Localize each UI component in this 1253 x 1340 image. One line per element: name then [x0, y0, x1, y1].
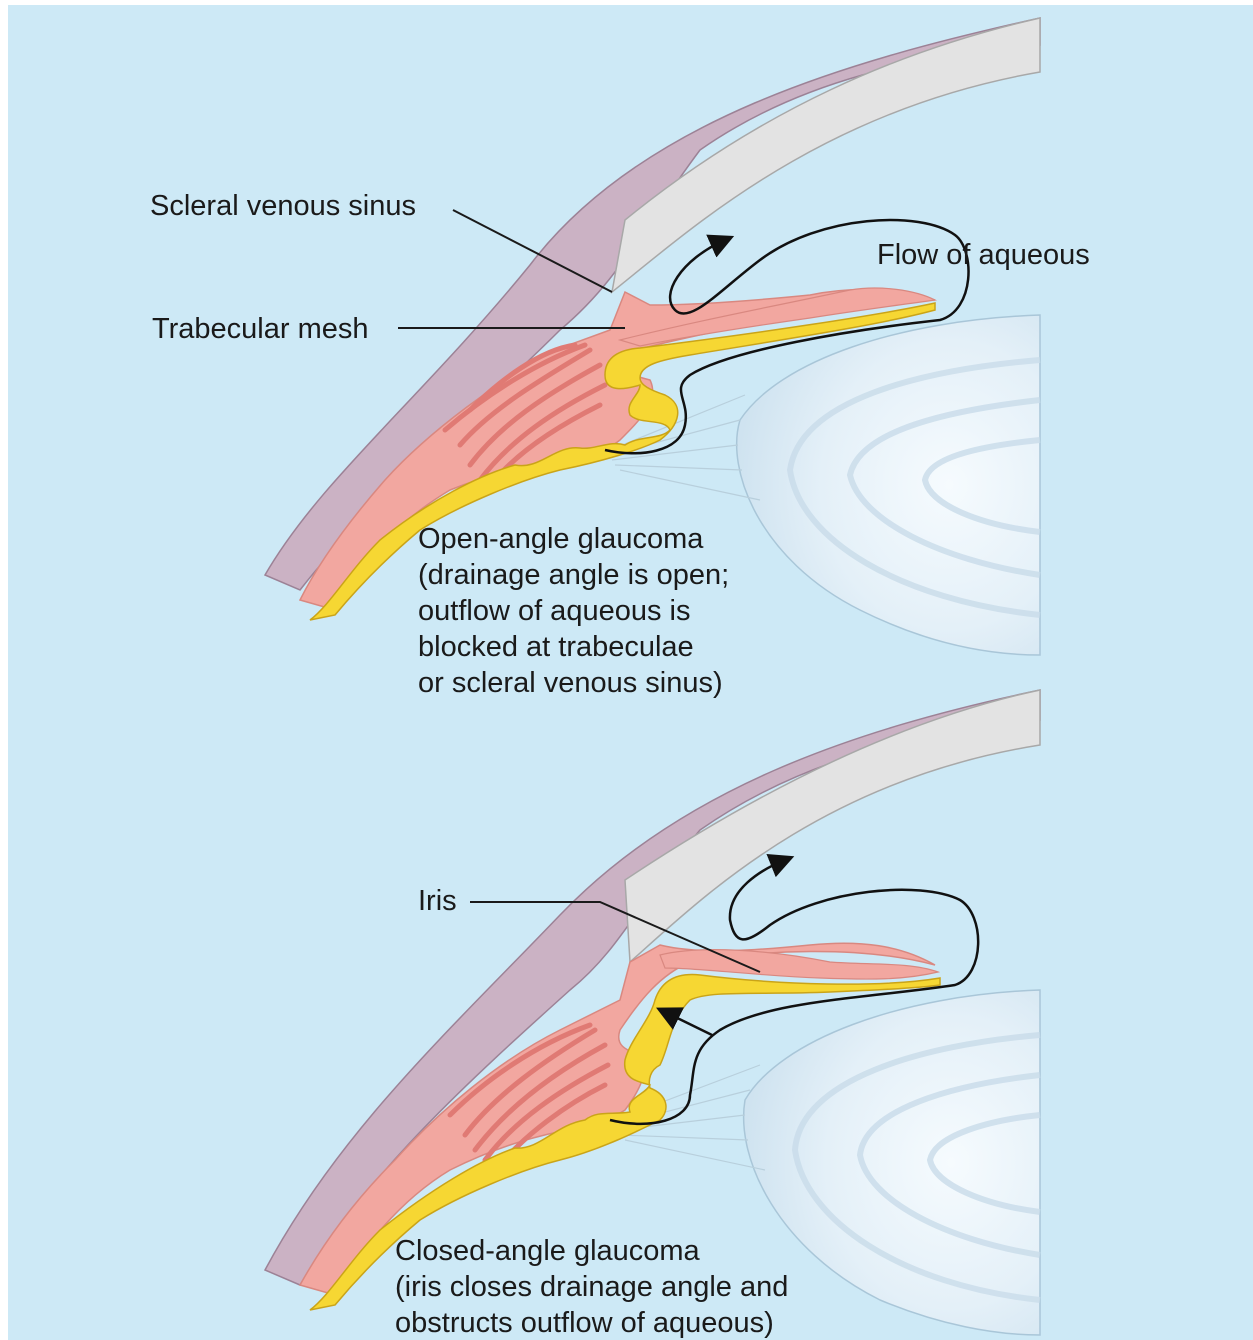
caption-closed-line-3: obstructs outflow of aqueous)	[395, 1307, 774, 1339]
label-iris: Iris	[418, 885, 457, 917]
caption-open-line-3: outflow of aqueous is	[418, 595, 690, 627]
caption-open-line-2: (drainage angle is open;	[418, 559, 729, 591]
caption-open-line-4: blocked at trabeculae	[418, 631, 694, 663]
label-flow-of-aqueous: Flow of aqueous	[877, 239, 1090, 271]
label-trabecular-mesh: Trabecular mesh	[152, 313, 369, 345]
caption-open-line-5: or scleral venous sinus)	[418, 667, 723, 699]
caption-closed-line-1: Closed-angle glaucoma	[395, 1235, 701, 1267]
label-scleral-venous-sinus: Scleral venous sinus	[150, 190, 416, 222]
caption-open-line-1: Open-angle glaucoma	[418, 523, 704, 555]
caption-closed-line-2: (iris closes drainage angle and	[395, 1271, 788, 1303]
caption-open: Open-angle glaucoma (drainage angle is o…	[418, 523, 737, 699]
